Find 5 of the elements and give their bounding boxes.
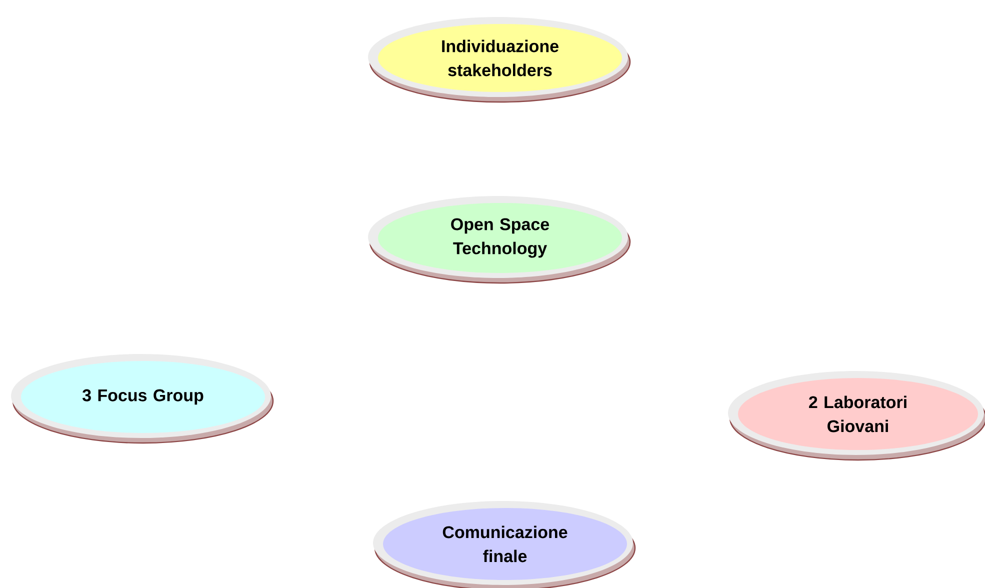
ellipse-node: Comunicazione finale [373,500,636,588]
ellipse-node: Individuazione stakeholders [368,17,631,103]
ellipse-node: 3 Focus Group [11,354,274,444]
ellipse-node: 2 Laboratori Giovani [728,371,985,461]
ellipse-node: Open Space Technology [368,196,631,284]
